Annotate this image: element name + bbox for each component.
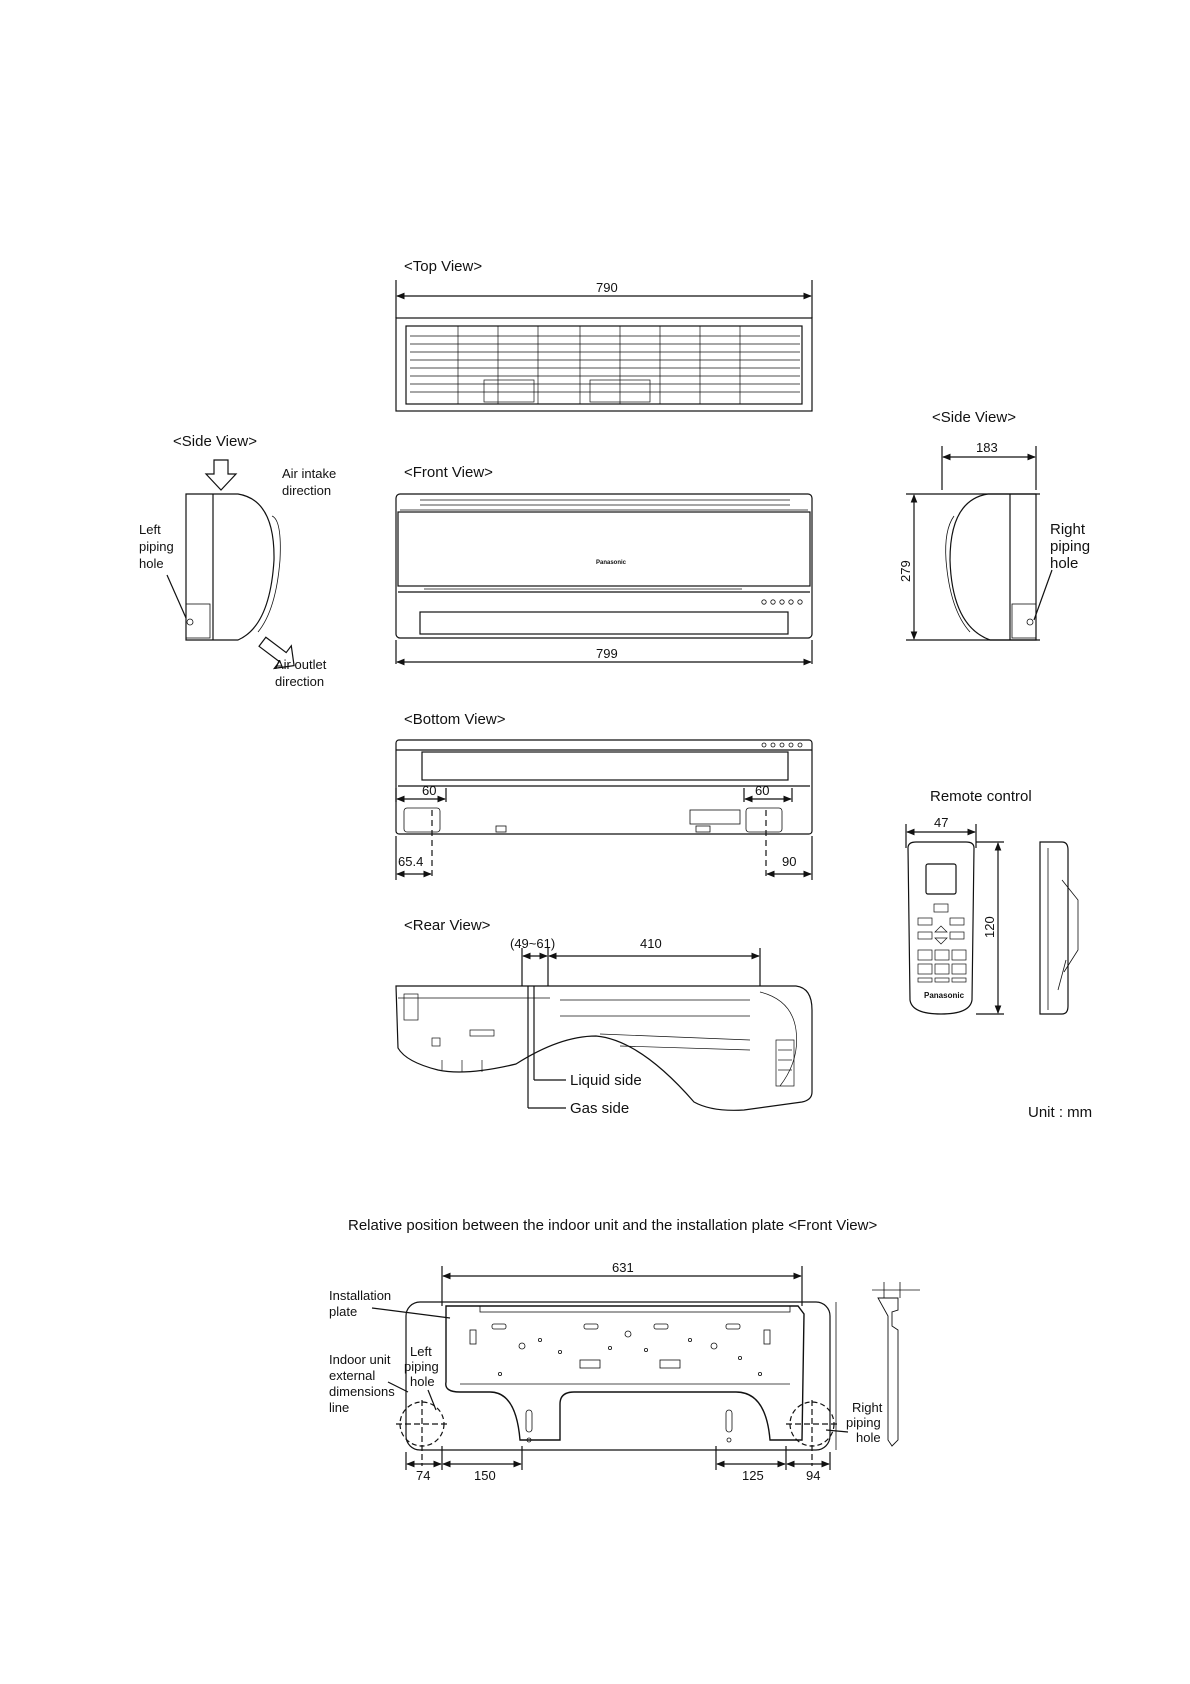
front-width-value: 799: [596, 646, 618, 661]
left-piping-label-1: Left: [139, 522, 161, 537]
liquid-side-label: Liquid side: [570, 1072, 642, 1089]
air-outlet-label-2: direction: [275, 674, 324, 689]
bottom-left-654-value: 65.4: [398, 854, 423, 869]
relative-position-title: Relative position between the indoor uni…: [348, 1217, 877, 1234]
rear-view: <Rear View> (49~61) 410: [395, 917, 813, 1117]
right-side-view: <Side View> 183 279 Right piping hole: [898, 409, 1090, 641]
remote-brand-logo: Panasonic: [924, 991, 965, 1000]
remote-control: Remote control 47: [905, 788, 1079, 1015]
top-width-value: 790: [596, 280, 618, 295]
plate-left-piping-label-2: piping: [404, 1359, 439, 1374]
bottom-indicator-lamps: [761, 742, 803, 748]
air-intake-arrow: [204, 459, 238, 491]
air-intake-label-1: Air intake: [282, 466, 336, 481]
bottom-left-60-value: 60: [422, 783, 436, 798]
installation-plate-outline: [445, 1305, 805, 1441]
indoor-unit-line-label-2: external: [329, 1368, 375, 1383]
remote-buttons: [917, 903, 967, 983]
rear-410-value: 410: [640, 936, 662, 951]
right-piping-label-1: Right: [1050, 521, 1086, 538]
front-view: <Front View> Panasonic 799: [395, 464, 813, 666]
right-side-view-title: <Side View>: [932, 409, 1016, 426]
plate-74-value: 74: [416, 1468, 430, 1483]
remote-lcd: [925, 863, 957, 895]
bottom-right-60-value: 60: [755, 783, 769, 798]
remote-title: Remote control: [930, 788, 1032, 805]
left-side-view-title: <Side View>: [173, 433, 257, 450]
indoor-unit-line-label-3: dimensions: [329, 1384, 395, 1399]
plate-125-value: 125: [742, 1468, 764, 1483]
plate-94-value: 94: [806, 1468, 820, 1483]
remote-width-value: 47: [934, 815, 948, 830]
rear-view-title: <Rear View>: [404, 917, 491, 934]
side-depth-value: 183: [976, 440, 998, 455]
air-outlet-arrow: [258, 636, 295, 670]
remote-height-value: 120: [982, 916, 997, 938]
installation-plate-label-1: Installation: [329, 1288, 391, 1303]
left-piping-label-3: hole: [139, 556, 164, 571]
plate-slots: [460, 1323, 790, 1443]
bottom-right-90-value: 90: [782, 854, 796, 869]
side-height-value: 279: [898, 560, 913, 582]
rear-range-value: (49~61): [510, 936, 555, 951]
right-piping-label-3: hole: [1050, 555, 1078, 572]
installation-plate-view: Relative position between the indoor uni…: [329, 1217, 920, 1483]
plate-right-piping-label-1: Right: [852, 1400, 883, 1415]
right-piping-label-2: piping: [1050, 538, 1090, 555]
left-side-body: [185, 493, 275, 641]
air-intake-label-2: direction: [282, 483, 331, 498]
top-view: <Top View> 790: [395, 258, 813, 412]
gas-side-label: Gas side: [570, 1100, 629, 1117]
installation-plate-label-2: plate: [329, 1304, 357, 1319]
indoor-unit-line-label-4: line: [329, 1400, 349, 1415]
plate-left-piping-label-3: hole: [410, 1374, 435, 1389]
top-grille: [410, 326, 800, 404]
left-piping-label-2: piping: [139, 539, 174, 554]
plate-width-value: 631: [612, 1260, 634, 1275]
bottom-view-title: <Bottom View>: [404, 711, 506, 728]
indoor-unit-outline: [405, 1301, 831, 1451]
plate-right-piping-label-2: piping: [846, 1415, 881, 1430]
right-side-body: [949, 493, 1037, 641]
plate-left-piping-label-1: Left: [410, 1344, 432, 1359]
front-view-title: <Front View>: [404, 464, 493, 481]
rear-view-body: [395, 985, 813, 1111]
plate-150-value: 150: [474, 1468, 496, 1483]
bottom-view-body: [395, 739, 813, 835]
air-outlet-label-1: Air outlet: [275, 657, 327, 672]
remote-body: [907, 841, 975, 1015]
bottom-view: <Bottom View> 60 60: [395, 711, 813, 880]
unit-label: Unit : mm: [1028, 1104, 1092, 1121]
front-indicator-lamps: [761, 599, 803, 605]
left-side-view: <Side View> Air intake direction Left pi…: [139, 433, 336, 689]
front-brand-logo: Panasonic: [596, 560, 627, 566]
indoor-unit-line-label-1: Indoor unit: [329, 1352, 391, 1367]
top-view-body: [395, 317, 813, 412]
plate-right-piping-label-3: hole: [856, 1430, 881, 1445]
plate-side-profile: [877, 1297, 899, 1447]
remote-side-profile: [1039, 841, 1069, 1015]
front-view-body: [395, 493, 813, 639]
top-view-title: <Top View>: [404, 258, 482, 275]
